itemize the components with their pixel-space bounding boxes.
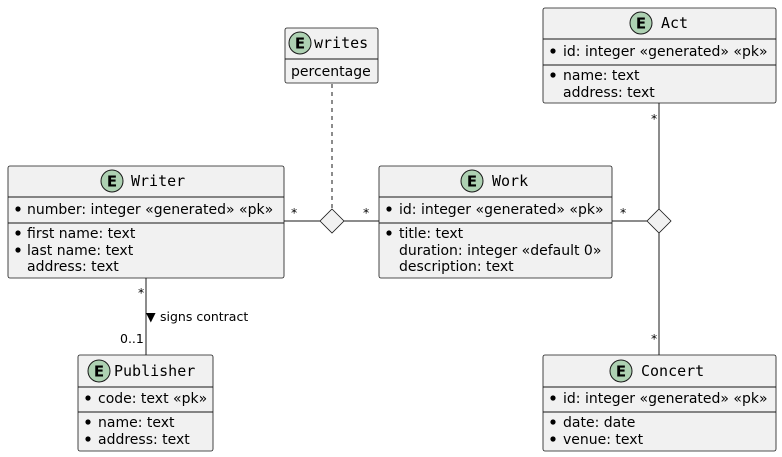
- entity-concert[interactable]: E Concert id: integer «generated» «pk» d…: [542, 354, 777, 452]
- entity-field: last name: text: [27, 243, 134, 259]
- work-writes-multiplicity: *: [363, 205, 369, 220]
- act-perf-multiplicity: *: [651, 111, 657, 126]
- signs-contract-label: signs contract: [160, 309, 248, 324]
- entity-title: Publisher: [114, 362, 195, 380]
- entity-field: first name: text: [27, 226, 136, 242]
- writer-contract-multiplicity: *: [138, 285, 144, 300]
- entity-field: duration: integer «default 0»: [399, 243, 601, 259]
- entity-writes[interactable]: E writes percentage: [284, 27, 379, 84]
- entity-key-field: id: integer «generated» «pk»: [399, 202, 604, 218]
- entity-badge-letter: E: [107, 173, 117, 191]
- entity-badge-icon: [288, 31, 312, 55]
- entity-field: description: text: [399, 259, 514, 275]
- entity-title: writes: [314, 34, 368, 52]
- work-perf-multiplicity: *: [620, 205, 626, 220]
- performance-relationship-diamond[interactable]: [646, 208, 672, 234]
- entity-field: title: text: [399, 226, 464, 242]
- entity-badge-letter: E: [616, 363, 626, 381]
- entity-key-field: id: integer «generated» «pk»: [563, 391, 768, 407]
- entity-title: Act: [661, 14, 688, 32]
- entity-badge-icon: [609, 359, 633, 383]
- entity-badge-icon: [629, 11, 653, 35]
- entity-key-field: id: integer «generated» «pk»: [563, 44, 768, 60]
- entity-badge-icon: [100, 169, 124, 193]
- entity-publisher[interactable]: E Publisher code: text «pk» name: text a…: [77, 354, 214, 452]
- entity-key-field: number: integer «generated» «pk»: [27, 202, 273, 218]
- writes-relationship-diamond[interactable]: [319, 208, 345, 234]
- entity-badge-letter: E: [94, 363, 104, 381]
- publisher-contract-multiplicity: 0..1: [120, 331, 144, 346]
- entity-title: Concert: [641, 362, 704, 380]
- writer-writes-multiplicity: *: [291, 205, 297, 220]
- entity-field: address: text: [563, 85, 655, 101]
- entity-field: name: text: [563, 68, 640, 84]
- entity-field: percentage: [291, 64, 371, 80]
- concert-perf-multiplicity: *: [651, 331, 657, 346]
- entity-field: address: text: [27, 259, 119, 275]
- entity-field: venue: text: [563, 432, 644, 448]
- signs-contract-arrow-icon: ▼: [146, 309, 156, 324]
- entity-badge-letter: E: [467, 173, 477, 191]
- entity-field: address: text: [98, 432, 190, 448]
- entity-title: Writer: [131, 172, 185, 190]
- entity-badge-icon: [460, 169, 484, 193]
- entity-work[interactable]: E Work id: integer «generated» «pk» titl…: [378, 165, 613, 279]
- entity-badge-icon: [87, 359, 111, 383]
- entity-badge-letter: E: [295, 35, 305, 53]
- entity-act[interactable]: E Act id: integer «generated» «pk» name:…: [542, 7, 777, 104]
- entity-field: name: text: [98, 415, 175, 431]
- entity-field: date: date: [563, 415, 635, 431]
- entity-writer[interactable]: E Writer number: integer «generated» «pk…: [7, 165, 285, 279]
- entity-badge-letter: E: [636, 15, 646, 33]
- entity-key-field: code: text «pk»: [98, 391, 207, 407]
- entity-title: Work: [492, 172, 528, 190]
